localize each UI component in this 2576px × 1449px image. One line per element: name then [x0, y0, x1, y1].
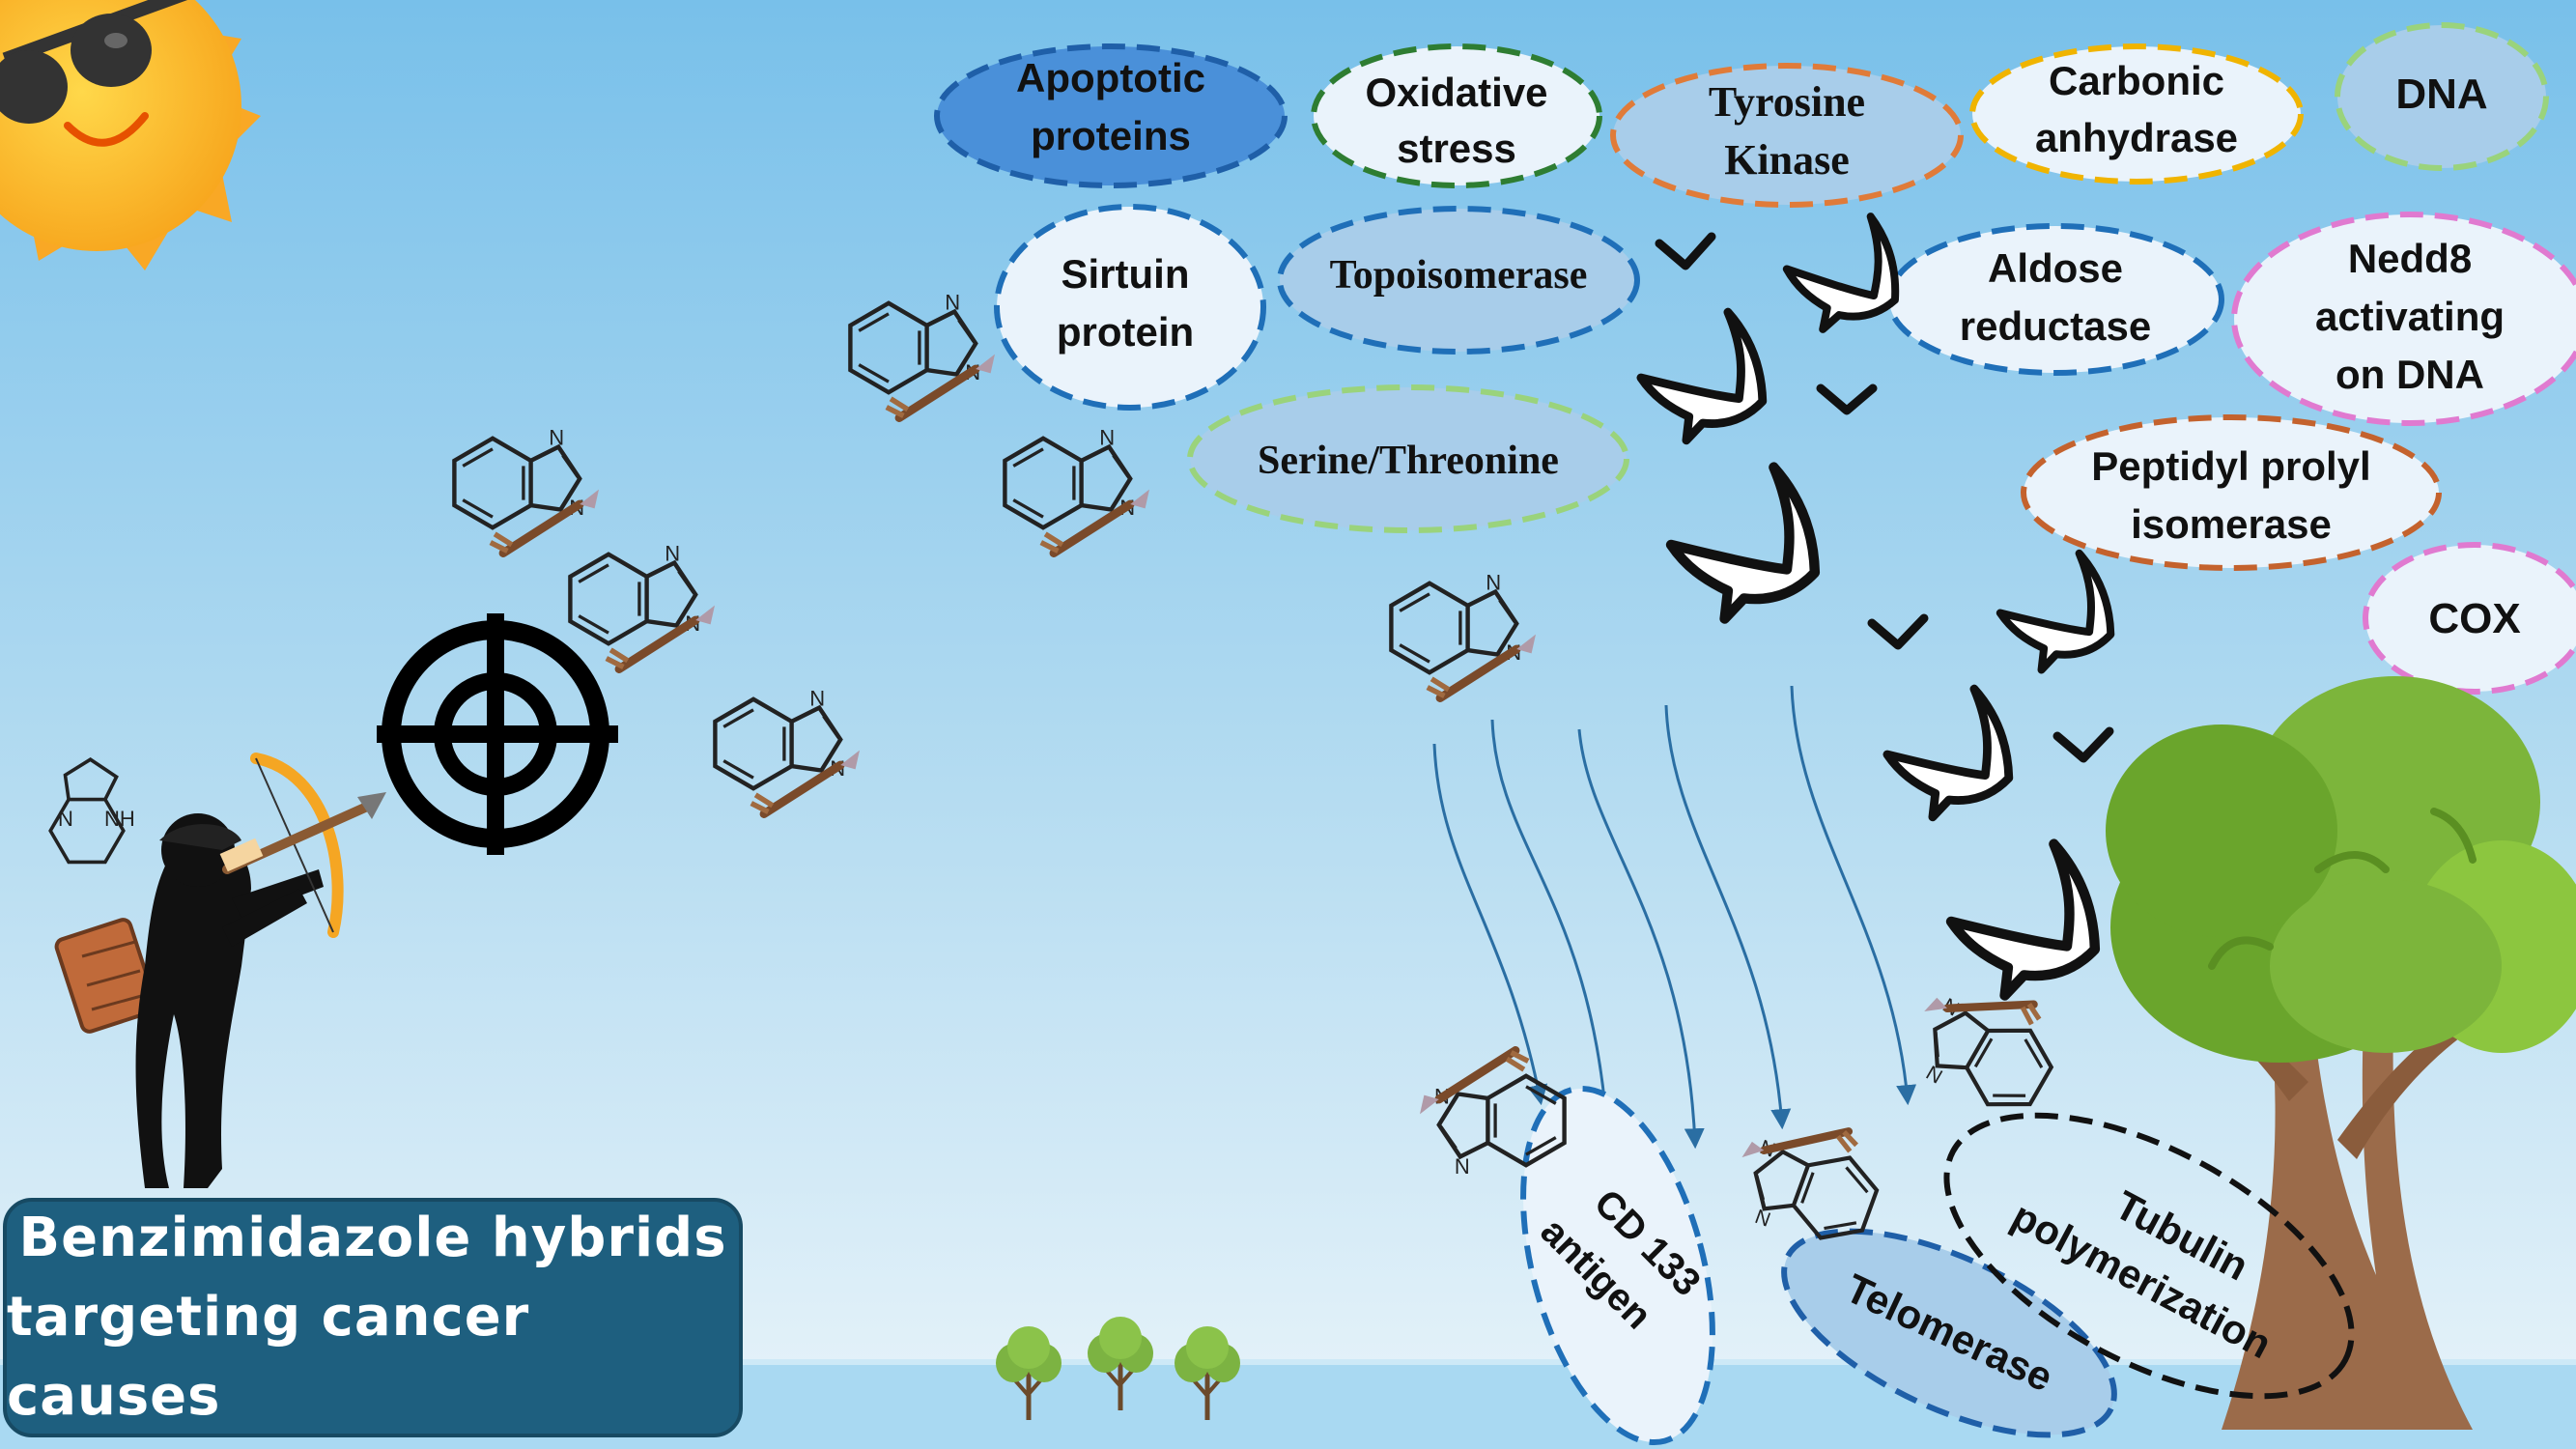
label-peptidyl-2: isomerase — [2131, 501, 2332, 547]
label-sirtuin-2: protein — [1057, 309, 1194, 355]
crosshair-icon — [377, 613, 618, 855]
target-nedd8: Nedd8 activating on DNA — [2231, 212, 2576, 426]
check-icon — [1867, 613, 1929, 650]
label-nedd8-3: on DNA — [2335, 352, 2484, 397]
target-sirtuin-protein: Sirtuin protein — [994, 204, 1266, 411]
atom-n: N — [58, 807, 73, 831]
check-icon — [1816, 384, 1878, 415]
tree-icon — [2106, 676, 2576, 1430]
title-line-2: targeting cancer causes — [7, 1286, 530, 1428]
target-tyrosine-kinase: Tyrosine Kinase — [1610, 63, 1964, 208]
label-oxidative-1: Oxidative — [1365, 70, 1547, 115]
label-apoptotic-2: proteins — [1031, 113, 1191, 158]
check-icon — [2052, 726, 2114, 763]
target-peptidyl-prolyl: Peptidyl prolyl isomerase — [2021, 414, 2442, 571]
target-telomerase: Telomerase — [1781, 1228, 2117, 1438]
title-line-1: Benzimidazole hybrids — [18, 1207, 727, 1269]
check-marks — [1655, 232, 2114, 763]
target-serine-threonine: Serine/Threonine — [1187, 384, 1629, 533]
target-aldose-reductase: Aldose reductase — [1886, 223, 2224, 376]
target-dna: DNA — [2335, 22, 2549, 171]
label-aldose-2: reductase — [1960, 303, 2151, 349]
label-carbonic-2: anhydrase — [2035, 115, 2238, 160]
label-aldose-1: Aldose — [1988, 245, 2123, 291]
label-oxidative-2: stress — [1397, 126, 1516, 171]
label-topoisomerase: Topoisomerase — [1330, 253, 1588, 298]
label-sirtuin-1: Sirtuin — [1062, 251, 1190, 297]
label-serine: Serine/Threonine — [1258, 439, 1559, 483]
label-apoptotic-1: Apoptotic — [1016, 55, 1205, 100]
target-cox: COX — [2363, 542, 2576, 695]
sun-icon — [0, 0, 261, 270]
label-carbonic-1: Carbonic — [2049, 58, 2224, 103]
target-cd133: CD 133 antigen — [1520, 1085, 1715, 1446]
label-tyrosine-2: Kinase — [1724, 136, 1850, 184]
target-apoptotic-proteins: Apoptotic proteins — [934, 43, 1288, 188]
label-cox: COX — [2428, 595, 2520, 642]
quiver-icon: N NH — [48, 757, 158, 1034]
check-icon — [1655, 232, 1716, 270]
target-oxidative-stress: Oxidative stress — [1311, 43, 1602, 188]
label-tyrosine-1: Tyrosine — [1709, 78, 1865, 126]
atom-nh: NH — [104, 807, 135, 831]
label-dna: DNA — [2395, 71, 2487, 118]
archer-icon: N NH — [48, 753, 386, 1188]
flow-arrows — [1432, 685, 1917, 1150]
target-topoisomerase: Topoisomerase — [1277, 206, 1640, 355]
title-banner: Benzimidazole hybrids targeting cancer c… — [3, 1198, 743, 1437]
label-peptidyl-1: Peptidyl prolyl — [2091, 443, 2370, 489]
label-nedd8-2: activating — [2315, 294, 2505, 339]
label-nedd8-1: Nedd8 — [2348, 236, 2472, 281]
target-carbonic-anhydrase: Carbonic anhydrase — [1969, 43, 2304, 185]
